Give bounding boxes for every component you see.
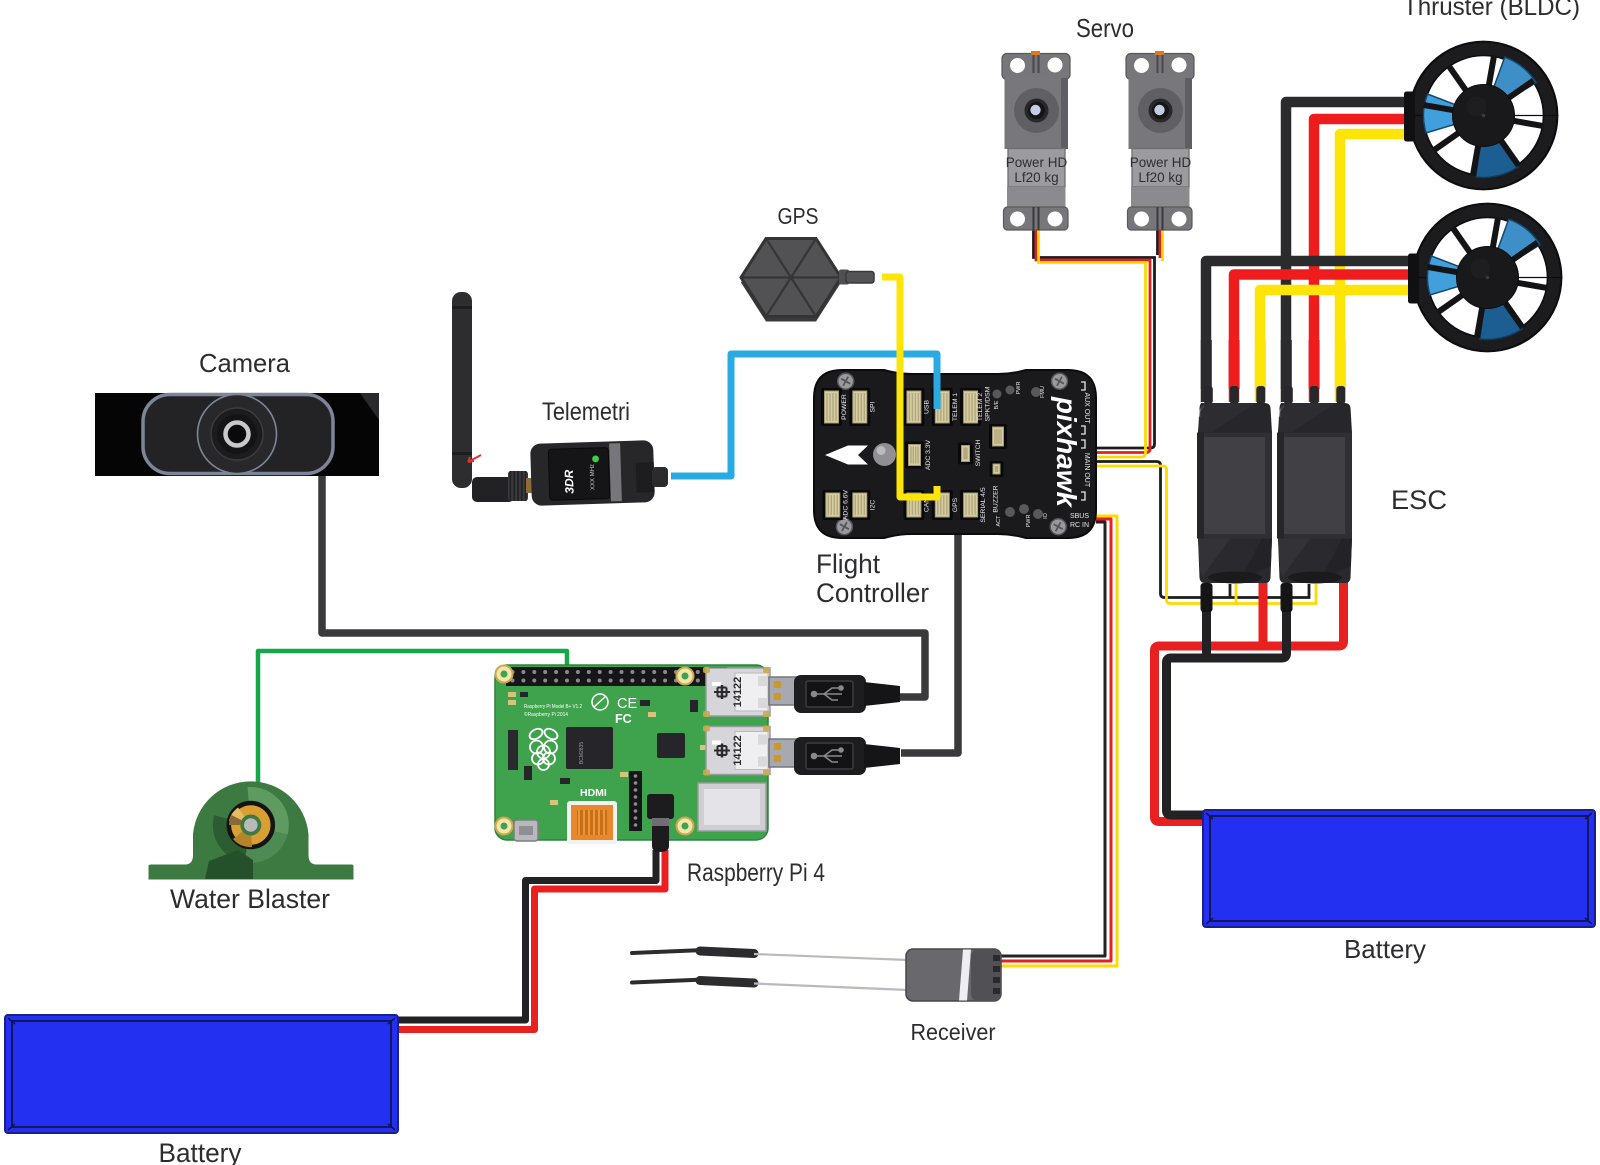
svg-text:3DR: 3DR	[562, 469, 577, 494]
svg-text:Battery: Battery	[159, 1138, 242, 1165]
svg-text:GPS: GPS	[778, 203, 819, 229]
svg-text:FMU: FMU	[1040, 386, 1046, 398]
svg-text:SPKT/DSM: SPKT/DSM	[985, 386, 992, 421]
svg-text:Battery: Battery	[1344, 934, 1426, 964]
svg-text:14122: 14122	[732, 677, 744, 708]
svg-text:I2C: I2C	[869, 500, 876, 511]
svg-text:ACT: ACT	[996, 515, 1002, 527]
svg-text:PWR: PWR	[1016, 382, 1022, 395]
svg-text:©Raspberry Pi 2014: ©Raspberry Pi 2014	[524, 711, 568, 718]
svg-text:TELEM 1: TELEM 1	[952, 393, 959, 422]
svg-text:ESC: ESC	[1391, 485, 1447, 515]
svg-text:MAIN OUT: MAIN OUT	[1083, 453, 1090, 488]
svg-text:Power HD: Power HD	[1006, 155, 1068, 170]
svg-text:B/E: B/E	[994, 400, 1000, 409]
svg-text:Camera: Camera	[199, 348, 291, 378]
svg-text:SBUS: SBUS	[1070, 513, 1089, 520]
svg-text:Receiver: Receiver	[911, 1019, 996, 1045]
svg-text:CE: CE	[617, 696, 637, 712]
svg-text:SWITCH: SWITCH	[975, 440, 982, 467]
svg-text:SERIAL 4/5: SERIAL 4/5	[980, 487, 987, 522]
svg-text:14122: 14122	[732, 735, 744, 766]
svg-text:Servo: Servo	[1076, 13, 1134, 43]
svg-text:Flight: Flight	[816, 549, 880, 579]
svg-text:CAN: CAN	[923, 498, 930, 512]
svg-text:USB: USB	[923, 400, 930, 414]
svg-text:BUZZER: BUZZER	[993, 485, 1000, 512]
svg-text:Controller: Controller	[816, 578, 929, 608]
svg-text:Telemetri: Telemetri	[542, 398, 630, 426]
svg-text:POWER: POWER	[841, 394, 848, 420]
svg-text:Water Blaster: Water Blaster	[170, 884, 330, 914]
svg-text:Lf20 kg: Lf20 kg	[1138, 170, 1182, 185]
svg-text:Power HD: Power HD	[1130, 155, 1192, 170]
svg-text:HDMI: HDMI	[580, 787, 607, 799]
svg-text:Raspberry Pi Model B+ V1.2: Raspberry Pi Model B+ V1.2	[524, 704, 582, 710]
svg-text:Thruster (BLDC): Thruster (BLDC)	[1403, 0, 1580, 21]
svg-text:ADC 3.3V: ADC 3.3V	[925, 439, 932, 470]
svg-text:ADC 6.6V: ADC 6.6V	[842, 489, 849, 520]
svg-text:AUX OUT: AUX OUT	[1083, 392, 1090, 424]
svg-text:SPI: SPI	[869, 401, 876, 412]
svg-text:PWR: PWR	[1026, 515, 1032, 528]
svg-text:RC IN: RC IN	[1070, 522, 1089, 529]
svg-text:TELEM 2: TELEM 2	[977, 393, 984, 422]
svg-text:pixhawk: pixhawk	[1051, 396, 1082, 508]
svg-text:GPS: GPS	[952, 497, 959, 512]
svg-text:BCM2835: BCM2835	[579, 742, 585, 764]
svg-text:Raspberry Pi 4: Raspberry Pi 4	[687, 859, 825, 887]
svg-text:Lf20 kg: Lf20 kg	[1014, 170, 1058, 185]
svg-text:IO: IO	[1043, 512, 1049, 519]
svg-text:XXX MHz: XXX MHz	[590, 464, 597, 490]
svg-text:FC: FC	[615, 712, 632, 726]
